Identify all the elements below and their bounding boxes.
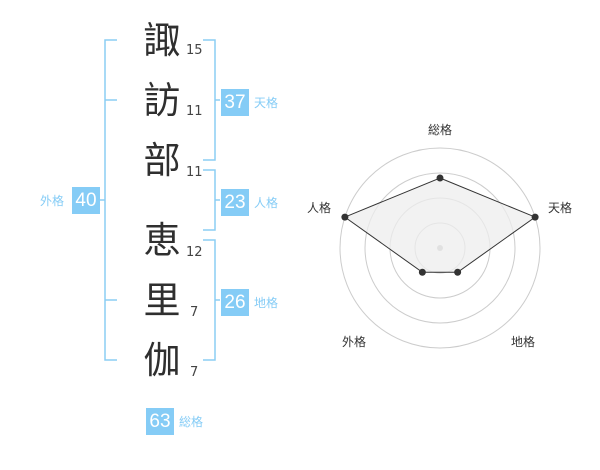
name-char-4: 恵 [143, 219, 181, 262]
radar-point-5 [341, 213, 349, 221]
chikaku-score: 26 [221, 289, 249, 316]
radar-axis-label-tenkaku: 天格 [548, 201, 573, 215]
radar-polygon [343, 177, 537, 273]
stroke-count-6: 7 [190, 365, 199, 380]
stroke-count-3: 11 [186, 165, 203, 180]
radar-axis-label-gaikaku: 外格 [342, 335, 367, 349]
radar-ring [339, 147, 541, 349]
name-char-5: 里 [143, 279, 181, 322]
radar-point-1 [436, 174, 444, 182]
radar-axis-label-chikaku: 地格 [511, 335, 536, 349]
radar-axis-label-jinkaku: 人格 [307, 201, 332, 215]
radar-axis-label-soukaku: 総格 [428, 123, 453, 137]
stroke-count-2: 11 [186, 104, 203, 119]
radar-ring [364, 172, 516, 324]
name-char-6: 伽 [143, 339, 181, 382]
soukaku-label: 総格 [179, 415, 204, 429]
jinkaku-score: 23 [221, 189, 249, 216]
jinkaku-label: 人格 [254, 196, 279, 210]
stroke-count-1: 15 [186, 43, 203, 58]
chikaku-label: 地格 [254, 296, 279, 310]
gaikaku-label: 外格 [40, 194, 65, 208]
name-char-2: 訪 [143, 79, 181, 122]
radar-point-4 [418, 268, 426, 276]
radar-point-2 [531, 213, 539, 221]
name-char-1: 諏 [143, 19, 181, 62]
stroke-count-4: 12 [186, 245, 203, 260]
name-char-3: 部 [143, 139, 181, 182]
stroke-count-5: 7 [190, 305, 199, 320]
tenkaku-score: 37 [221, 89, 249, 116]
soukaku-score: 63 [146, 408, 174, 435]
radar-point-3 [454, 268, 462, 276]
tenkaku-label: 天格 [254, 96, 279, 110]
gaikaku-score: 40 [72, 187, 100, 214]
